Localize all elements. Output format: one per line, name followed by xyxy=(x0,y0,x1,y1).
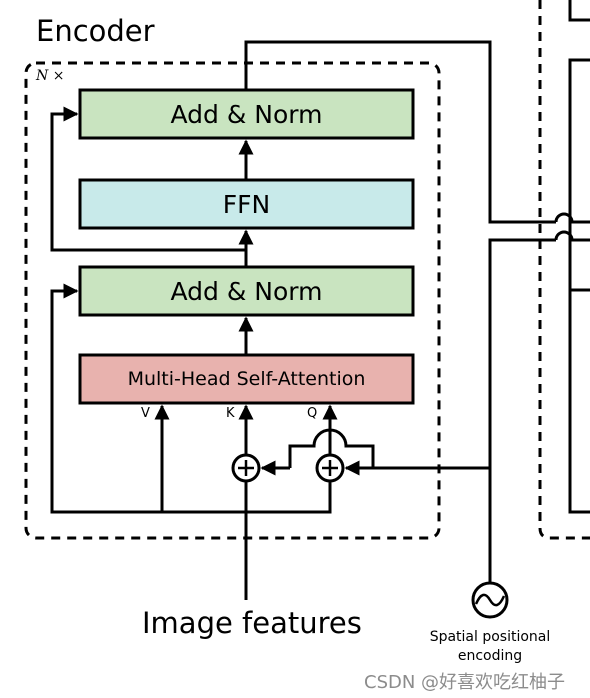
add-norm-top-label: Add & Norm xyxy=(170,99,323,129)
repeat-label: N × xyxy=(36,68,65,84)
encoder-output-line xyxy=(244,40,556,224)
attention-box xyxy=(78,353,415,405)
residual-attention xyxy=(50,283,246,514)
residual-ffn xyxy=(50,106,246,252)
decoder-dashed-frame xyxy=(538,0,590,540)
encoder-dashed-frame xyxy=(24,61,441,540)
positional-encoding-label: Spatial positional encoding xyxy=(429,629,551,664)
add-norm-bottom-label: Add & Norm xyxy=(170,276,323,306)
image-features-label: Image features xyxy=(142,606,362,640)
port-k-label: K xyxy=(226,406,235,421)
watermark: CSDN @好喜欢吃红柚子 xyxy=(364,672,566,693)
encoder-title: Encoder xyxy=(36,14,155,48)
positional-to-decoder-line xyxy=(488,238,556,584)
port-q-label: Q xyxy=(307,406,318,421)
attention-label: Multi-Head Self-Attention xyxy=(127,368,366,390)
port-v-label: V xyxy=(141,406,150,421)
add-norm-bottom-box xyxy=(78,265,415,317)
ffn-label: FFN xyxy=(222,189,271,219)
